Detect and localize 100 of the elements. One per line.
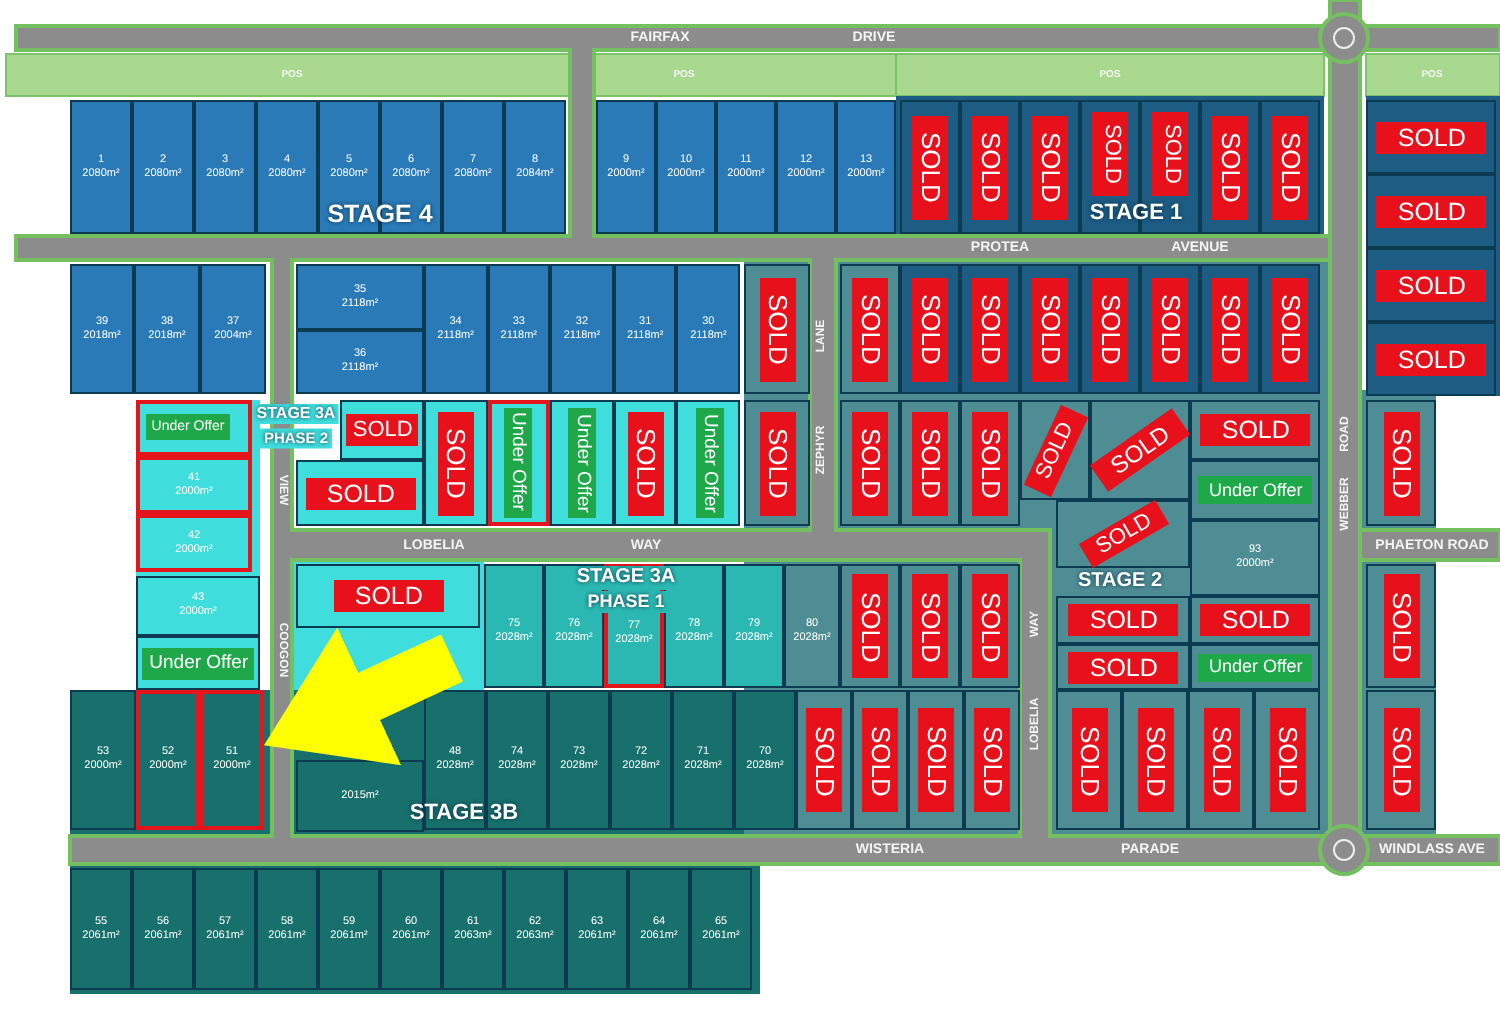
sold-sign: SOLD bbox=[1376, 343, 1487, 376]
lot-parcel bbox=[1366, 174, 1496, 248]
lot-parcel bbox=[900, 564, 960, 688]
lot-parcel bbox=[840, 400, 900, 526]
lot-parcel bbox=[1366, 100, 1496, 174]
lot-parcel bbox=[1260, 264, 1320, 394]
sold-sign: SOLD bbox=[1032, 115, 1069, 220]
stage-label: STAGE 1 bbox=[1089, 203, 1183, 225]
sold-sign: SOLD bbox=[1092, 112, 1129, 196]
lot-parcel bbox=[487, 264, 551, 394]
lot-parcel bbox=[1190, 644, 1320, 690]
sold-sign: SOLD bbox=[759, 277, 796, 382]
lot-parcel bbox=[1080, 264, 1140, 394]
sold-sign: SOLD bbox=[1272, 115, 1309, 220]
lot-parcel bbox=[442, 868, 504, 990]
lot-parcel bbox=[900, 264, 960, 394]
lot-parcel bbox=[504, 868, 566, 990]
sold-sign: SOLD bbox=[912, 115, 949, 220]
sold-sign: SOLD bbox=[1212, 115, 1249, 220]
lot-parcel bbox=[504, 100, 566, 234]
lot-parcel bbox=[744, 400, 810, 526]
pointer-arrow bbox=[264, 627, 463, 766]
lot-parcel bbox=[194, 100, 256, 234]
sold-sign: SOLD bbox=[912, 277, 949, 382]
lot-parcel bbox=[136, 576, 260, 636]
lot-parcel bbox=[1366, 564, 1436, 688]
sold-sign: SOLD bbox=[1068, 604, 1179, 637]
lot-parcel bbox=[1366, 400, 1436, 526]
sold-sign: SOLD bbox=[852, 574, 889, 679]
sold-sign: SOLD bbox=[1203, 708, 1240, 813]
lot-parcel bbox=[340, 400, 424, 460]
lot-parcel bbox=[900, 100, 960, 234]
lot-parcel bbox=[550, 264, 614, 394]
lot-parcel bbox=[908, 690, 964, 830]
lot-parcel bbox=[1190, 460, 1320, 520]
lot-parcel bbox=[1260, 100, 1320, 234]
lot-parcel bbox=[484, 564, 544, 688]
lot-parcel bbox=[487, 400, 551, 526]
lot-parcel bbox=[132, 100, 194, 234]
sold-sign: SOLD bbox=[1152, 112, 1189, 196]
lot-parcel bbox=[134, 264, 200, 394]
lot-parcel bbox=[852, 690, 908, 830]
lot-parcel bbox=[318, 868, 380, 990]
sold-sign: SOLD bbox=[1383, 574, 1420, 679]
sold-sign: SOLD bbox=[1092, 277, 1129, 382]
lot-parcel bbox=[676, 264, 740, 394]
lot-parcel bbox=[960, 264, 1020, 394]
sold-sign: SOLD bbox=[912, 411, 949, 516]
sold-sign: SOLD bbox=[1272, 277, 1309, 382]
under-offer-sign: Under Offer bbox=[1198, 476, 1313, 505]
lot-parcel bbox=[256, 868, 318, 990]
lot-parcel bbox=[1056, 596, 1190, 644]
lot-parcel bbox=[566, 868, 628, 990]
lot-parcel bbox=[136, 400, 252, 456]
lot-parcel bbox=[70, 690, 136, 830]
lot-parcel bbox=[70, 100, 132, 234]
sold-sign: SOLD bbox=[1200, 604, 1311, 637]
lot-parcel bbox=[1200, 100, 1260, 234]
lot-parcel bbox=[296, 264, 424, 330]
lot-parcel bbox=[1366, 248, 1496, 322]
lot-parcel bbox=[1254, 690, 1320, 830]
sold-sign: SOLD bbox=[972, 411, 1009, 516]
lot-parcel bbox=[1188, 690, 1254, 830]
lot-parcel bbox=[1140, 264, 1200, 394]
lot-parcel bbox=[796, 690, 852, 830]
lot-parcel bbox=[194, 868, 256, 990]
lot-parcel bbox=[724, 564, 784, 688]
sold-sign: SOLD bbox=[1383, 708, 1420, 813]
lot-parcel bbox=[1190, 400, 1320, 460]
lot-parcel bbox=[296, 564, 480, 628]
sold-sign: SOLD bbox=[972, 115, 1009, 220]
sold-sign: SOLD bbox=[852, 277, 889, 382]
sold-sign: SOLD bbox=[806, 708, 843, 813]
lot-parcel bbox=[613, 264, 677, 394]
lot-parcel bbox=[1056, 500, 1190, 568]
lot-parcel bbox=[1056, 690, 1122, 830]
lot-parcel bbox=[1200, 264, 1260, 394]
lot-parcel bbox=[690, 868, 752, 990]
under-offer-sign: Under Offer bbox=[695, 408, 724, 519]
lot-parcel bbox=[1056, 644, 1190, 690]
sold-sign: SOLD bbox=[346, 414, 419, 447]
lot-parcel bbox=[424, 400, 488, 526]
lot-parcel bbox=[136, 636, 260, 690]
under-offer-sign: Under Offer bbox=[503, 407, 532, 517]
under-offer-sign: Under Offer bbox=[568, 408, 597, 519]
lot-parcel bbox=[136, 690, 200, 830]
lot-parcel bbox=[734, 690, 796, 830]
stage-label: PHASE 1 bbox=[583, 591, 669, 613]
lot-parcel bbox=[424, 264, 488, 394]
lot-parcel bbox=[960, 564, 1020, 688]
sold-sign: SOLD bbox=[1152, 277, 1189, 382]
lot-parcel bbox=[132, 868, 194, 990]
sold-sign: SOLD bbox=[852, 411, 889, 516]
lot-parcel bbox=[70, 264, 134, 394]
lot-parcel bbox=[840, 264, 900, 394]
sold-sign: SOLD bbox=[1200, 414, 1311, 447]
lot-parcel bbox=[442, 100, 504, 234]
stage-label: STAGE 3A bbox=[252, 404, 340, 424]
lot-parcel bbox=[836, 100, 896, 234]
lot-parcel bbox=[1020, 264, 1080, 394]
